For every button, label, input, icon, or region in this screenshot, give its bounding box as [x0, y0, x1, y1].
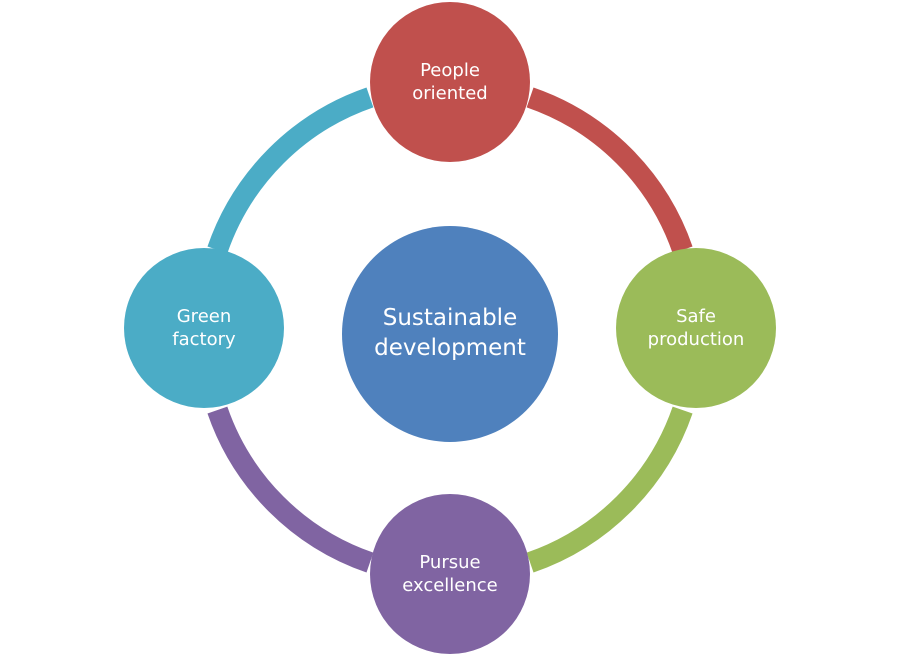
- node-label: Safe: [676, 305, 716, 327]
- center-node-sustainable-development: Sustainable development: [342, 226, 558, 442]
- node-label: oriented: [412, 83, 488, 104]
- node-label: Pursue: [419, 551, 481, 573]
- node-label: factory: [172, 329, 236, 350]
- arc-pursue-to-green: [207, 406, 374, 573]
- center-label-line1: Sustainable: [382, 305, 518, 332]
- node-label: Green: [176, 305, 232, 327]
- node-label: production: [647, 329, 745, 350]
- arc-green-to-people: [207, 87, 374, 254]
- node-label: People: [420, 59, 480, 81]
- arc-people-to-safe: [526, 87, 693, 254]
- node-label: excellence: [402, 575, 498, 596]
- arc-safe-to-pursue: [526, 406, 693, 573]
- center-label-line2: development: [374, 335, 526, 361]
